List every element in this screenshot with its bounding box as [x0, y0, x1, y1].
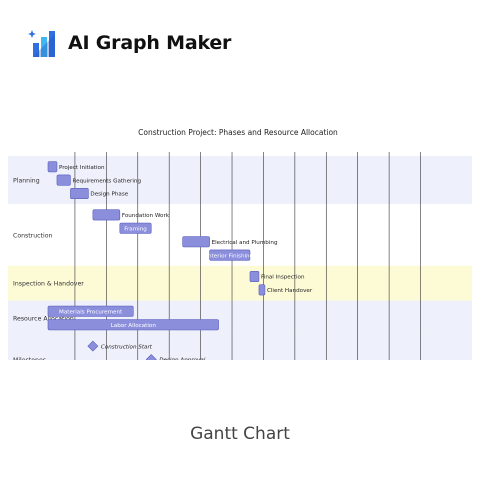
milestone-label: Construction Start	[101, 344, 153, 350]
task-bar	[119, 222, 152, 234]
task-label: Materials Procurement	[59, 310, 123, 316]
section-label: Resource Allocation	[13, 316, 74, 323]
task-label: Design Phase	[90, 192, 128, 198]
bar-chart-sparkle-icon	[28, 30, 55, 57]
chart-caption: Gantt Chart	[190, 424, 290, 444]
task-bar	[70, 188, 89, 200]
task-bar	[47, 161, 58, 173]
gantt-svg: Construction Project: Phases and Resourc…	[8, 128, 472, 397]
task-bar	[92, 209, 121, 221]
chart-title: Construction Project: Phases and Resourc…	[138, 128, 338, 137]
section-band	[8, 335, 472, 384]
milestone-label: Design Approval	[159, 358, 205, 360]
section-label: Milestones	[13, 357, 46, 360]
task-bar	[47, 305, 134, 317]
task-label: Project Initiation	[59, 165, 105, 171]
task-label: Labor Allocation	[111, 323, 157, 329]
task-bar	[47, 319, 219, 331]
brand-name: AI Graph Maker	[68, 32, 232, 54]
task-label: Framing	[124, 227, 147, 233]
task-label: Client Handover	[267, 288, 313, 294]
section-band	[8, 265, 472, 301]
section-label: Construction	[13, 233, 52, 240]
section-label: Planning	[13, 178, 40, 185]
task-bar	[182, 236, 210, 248]
gantt-chart: Construction Project: Phases and Resourc…	[0, 120, 480, 397]
task-bar	[56, 174, 71, 186]
task-bar	[209, 249, 251, 261]
milestone-marker	[87, 340, 99, 352]
task-bar	[258, 284, 266, 296]
task-label: Interior Finishing	[206, 253, 253, 259]
section-label: Inspection & Handover	[13, 281, 84, 288]
task-label: Electrical and Plumbing	[212, 240, 278, 246]
task-label: Foundation Work	[122, 213, 170, 219]
task-label: Requirements Gathering	[72, 178, 141, 184]
task-label: Final Inspection	[261, 275, 305, 281]
task-bar	[249, 271, 260, 283]
